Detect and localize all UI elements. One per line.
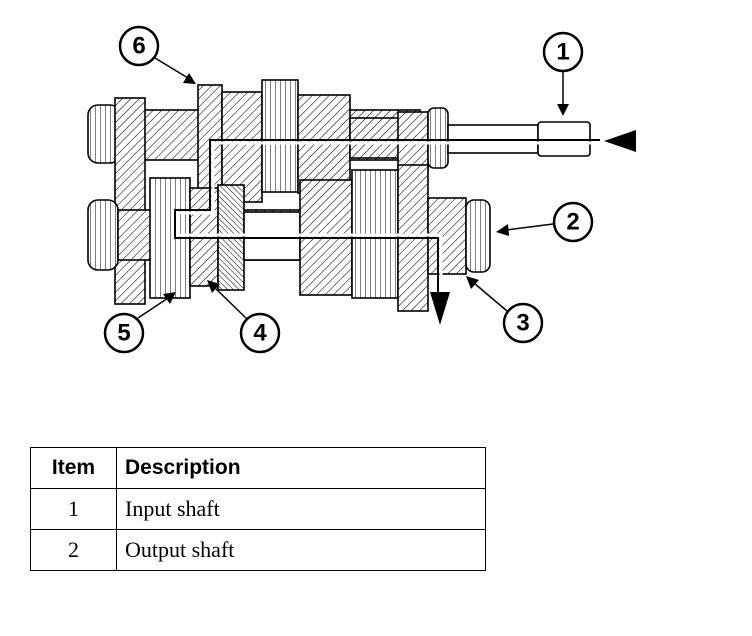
callout-5-label: 5 [117,320,130,347]
callout-1: 1 [542,31,584,116]
table-row: 1 Input shaft [30,488,486,530]
row-item: 1 [30,488,117,530]
transmission-gear-diagram: 1 2 3 4 5 6 [87,25,636,354]
callout-6: 6 [118,25,196,84]
header-description: Description [116,447,486,489]
item-description-table: Item Description 1 Input shaft 2 Output … [30,447,486,571]
input-flow-arrowhead [604,130,636,152]
power-flow-path [174,130,636,325]
output-flow-arrowhead [430,292,450,325]
table-row: 2 Output shaft [30,529,486,571]
upper-shaft-assembly [87,79,591,305]
row-description: Input shaft [116,488,486,530]
row-item: 2 [30,529,117,571]
callout-4-label: 4 [253,320,267,347]
callout-2: 2 [496,201,594,243]
callout-3: 3 [466,276,544,344]
row-description: Output shaft [116,529,486,571]
header-item: Item [30,447,117,489]
callout-2-label: 2 [566,209,579,236]
callout-3-label: 3 [516,310,529,337]
callout-4: 4 [207,280,281,354]
callout-1-label: 1 [556,39,569,66]
table-header-row: Item Description [30,447,486,489]
callout-6-label: 6 [132,33,145,60]
callout-5: 5 [103,292,176,354]
